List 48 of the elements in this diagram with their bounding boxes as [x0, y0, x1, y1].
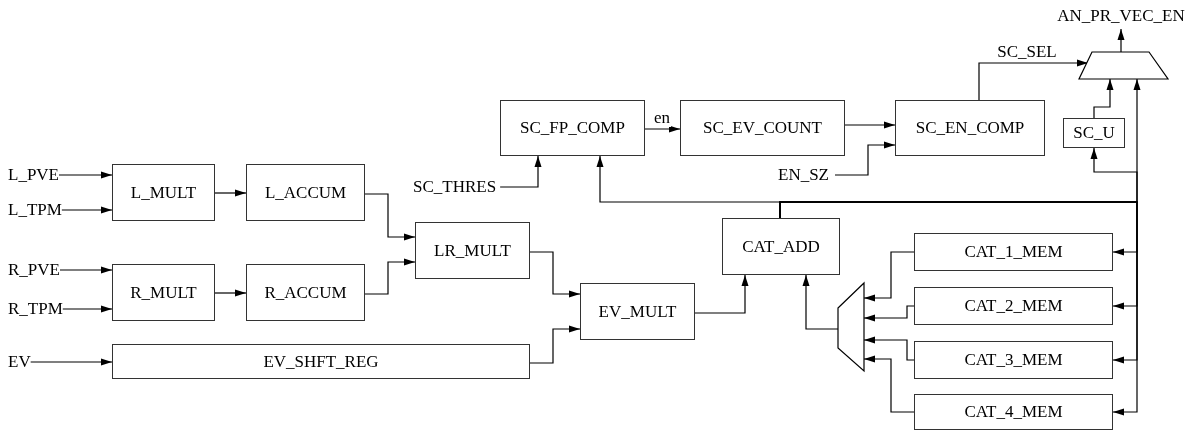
arrow	[1117, 28, 1125, 53]
multiplexer-trapezoid	[1079, 52, 1168, 79]
signal-label: R_PVE	[8, 260, 60, 280]
signal-label: AN_PR_VEC_EN	[1057, 6, 1185, 26]
arrow	[364, 193, 416, 241]
arrow	[61, 206, 113, 214]
signal-label: EN_SZ	[778, 165, 829, 185]
arrow	[30, 358, 113, 366]
arrow	[214, 189, 247, 197]
module-box: R_ACCUM	[246, 264, 365, 321]
arrow	[802, 274, 839, 330]
arrow	[834, 141, 896, 176]
module-box: CAT_3_MEM	[914, 341, 1113, 379]
arrow	[694, 274, 749, 314]
module-box: SC_EN_COMP	[895, 100, 1045, 156]
arrow	[58, 171, 113, 179]
signal-label: L_TPM	[8, 200, 62, 220]
module-box: LR_MULT	[415, 222, 530, 279]
signal-label: EV	[8, 352, 31, 372]
module-box: CAT_4_MEM	[914, 394, 1113, 430]
module-box: EV_MULT	[580, 283, 695, 340]
module-box: SC_FP_COMP	[500, 100, 645, 156]
arrow	[1093, 78, 1114, 119]
arrow	[59, 266, 113, 274]
signal-label: SC_THRES	[413, 177, 497, 197]
module-box: L_MULT	[112, 164, 215, 221]
module-box: L_ACCUM	[246, 164, 365, 221]
module-box: EV_SHFT_REG	[112, 344, 530, 379]
arrow	[364, 258, 416, 295]
arrow	[978, 59, 1089, 101]
arrow	[214, 289, 247, 297]
signal-label: R_TPM	[8, 299, 63, 319]
arrow	[844, 121, 896, 129]
multiplexer-trapezoid	[838, 283, 864, 371]
module-box: CAT_2_MEM	[914, 287, 1113, 325]
module-box: CAT_ADD	[722, 218, 840, 275]
edge-label: SC_SEL	[996, 43, 1058, 61]
arrow	[499, 155, 542, 188]
module-box: SC_U	[1063, 118, 1125, 148]
signal-label: L_PVE	[8, 165, 59, 185]
arrow	[529, 251, 581, 298]
module-box: CAT_1_MEM	[914, 233, 1113, 271]
arrow	[644, 125, 681, 133]
arrow	[779, 201, 1138, 416]
arrow	[62, 305, 113, 313]
arrow	[529, 325, 581, 364]
module-box: SC_EV_COUNT	[680, 100, 845, 156]
module-box: R_MULT	[112, 264, 215, 321]
